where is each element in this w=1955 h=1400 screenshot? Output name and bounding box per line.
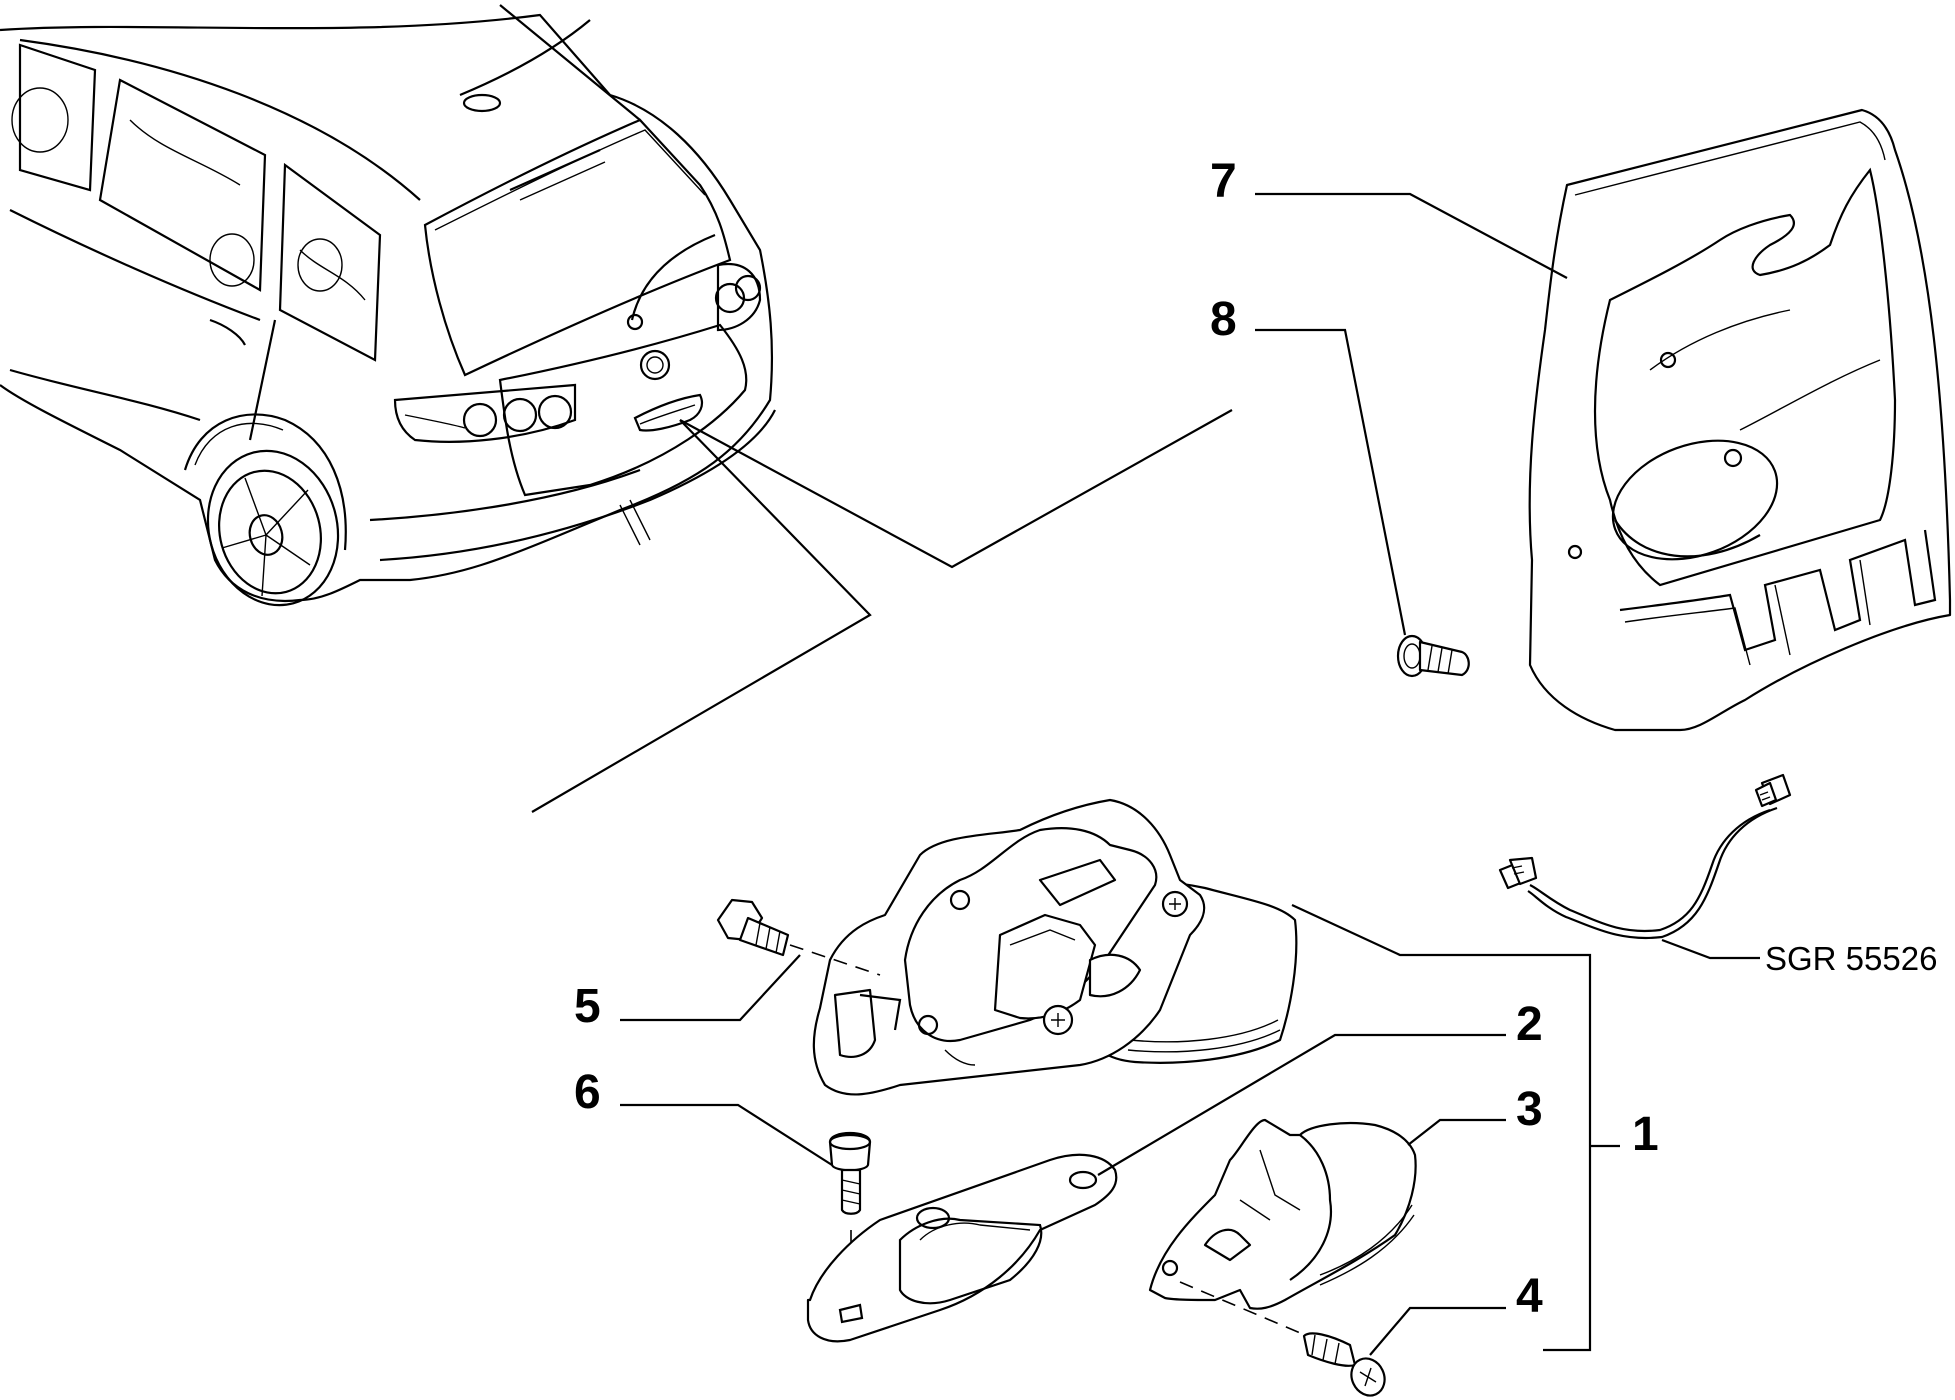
callout-4: 4 <box>1516 1270 1543 1323</box>
part-4-screw <box>1302 1332 1386 1397</box>
car-illustration <box>0 4 776 607</box>
callout-5: 5 <box>574 980 601 1033</box>
callout-2: 2 <box>1516 998 1543 1051</box>
part-1-latch-assembly <box>812 798 1298 1096</box>
zoom-leader-lines <box>531 409 1233 813</box>
callout-3: 3 <box>1516 1083 1543 1136</box>
part-8-screw <box>1396 634 1470 678</box>
wiring-harness <box>1498 773 1792 939</box>
part-3-latch-cover <box>1148 1118 1417 1336</box>
callout-8: 8 <box>1210 293 1237 346</box>
leader-lines <box>620 192 1760 1356</box>
part-7-trim-panel <box>1528 108 1952 732</box>
part-2-gasket-plate <box>806 1153 1118 1343</box>
part-code-label: SGR 55526 <box>1765 940 1937 977</box>
callout-1: 1 <box>1632 1108 1659 1161</box>
callout-7: 7 <box>1210 155 1237 208</box>
callout-6: 6 <box>574 1066 601 1119</box>
callout-labels: 7 8 5 6 2 3 4 1 SGR 55526 <box>574 155 1937 1323</box>
part-5-bolt <box>716 898 881 976</box>
